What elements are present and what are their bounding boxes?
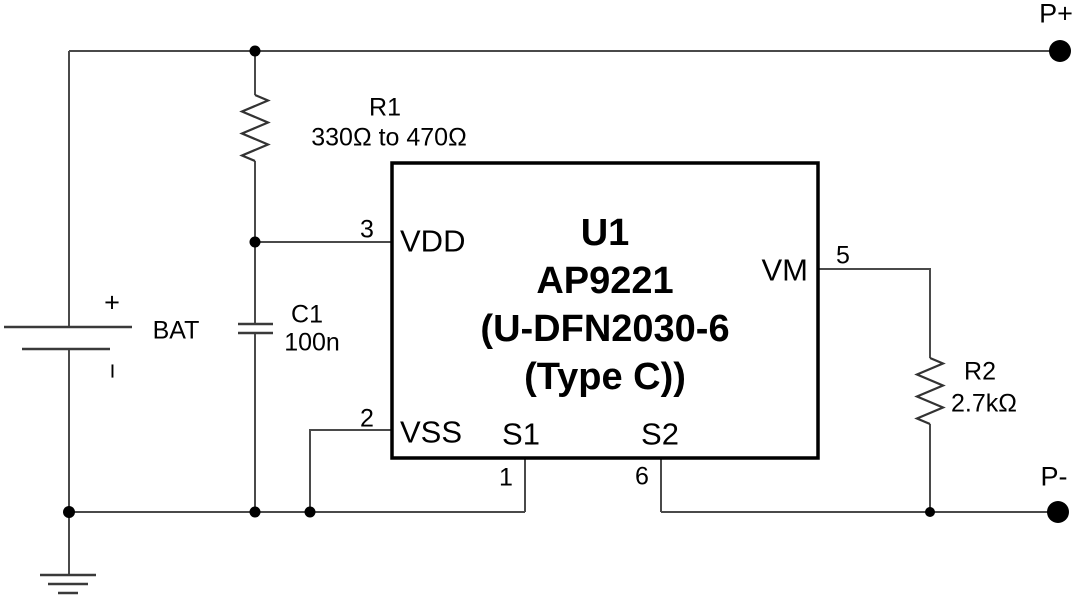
resistor-r2-ref: R2 [964,357,996,386]
junction-dot-r1-top [249,45,261,57]
p-minus-terminal-dot [1047,501,1069,523]
p-plus-terminal-dot [1049,40,1071,62]
capacitor-c1-ref: C1 [291,300,323,329]
pin-name-vm: VM [761,252,809,288]
battery-minus-mark: − [97,363,128,379]
battery-label: BAT [152,316,200,345]
junction-dot-r2 [925,507,935,517]
ic-part-label: AP9221 [536,260,674,302]
pin-name-s1: S1 [502,416,540,452]
pin-name-vss: VSS [400,414,463,450]
junction-dot-battery [63,506,75,518]
capacitor-c1-value: 100n [284,328,340,357]
p-plus-label: P+ [1039,0,1073,29]
pin-number-vss: 2 [360,404,374,433]
pin-number-vm: 5 [836,241,850,270]
ic-u1-body [390,161,820,460]
junction-dot-vdd-tap [249,236,261,248]
resistor-r2-value: 2.7kΩ [951,389,1017,418]
resistor-r1-ref: R1 [369,93,401,122]
pin-number-s1: 1 [499,463,513,492]
resistor-r1-value: 330Ω to 470Ω [311,123,467,152]
vm-pin-wire [818,268,931,358]
resistor-r1-symbol [239,93,271,163]
pin-number-s2: 6 [635,462,649,491]
resistor-r2-symbol [914,356,946,426]
junction-dot-c1 [249,506,261,518]
ic-ref-label: U1 [580,212,630,254]
pin-number-vdd: 3 [360,215,374,244]
battery-plus-mark: + [104,287,120,318]
ic-package-line2: (Type C)) [524,356,686,398]
junction-dot-vss [304,506,316,518]
pin-name-s2: S2 [641,416,679,452]
ground-symbol [40,573,96,595]
vss-pin-wire [309,429,392,512]
pin-name-vdd: VDD [400,223,466,259]
ic-package-line1: (U-DFN2030-6 [480,308,730,350]
p-minus-label: P- [1040,461,1068,492]
